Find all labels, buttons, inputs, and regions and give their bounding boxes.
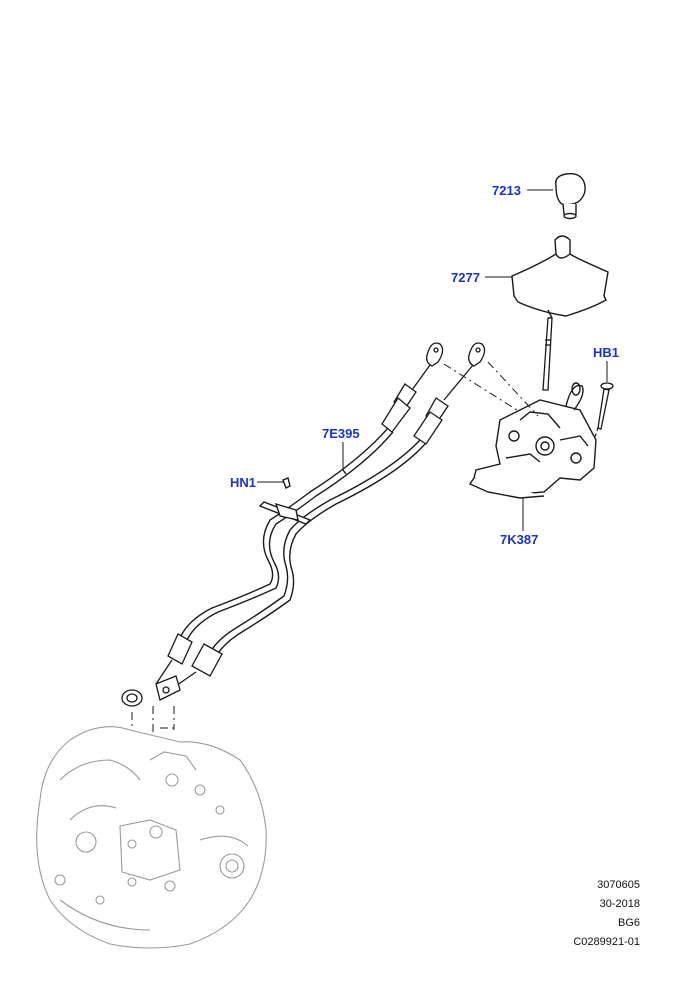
diagram-code: BG6 (617, 917, 640, 929)
diagram-id: 3070605 (597, 879, 640, 891)
callout-7213[interactable]: 7213 (492, 183, 521, 198)
gear-boot[interactable] (511, 235, 609, 319)
callout-7277[interactable]: 7277 (451, 270, 480, 285)
callout-7e395[interactable]: 7E395 (322, 426, 360, 441)
shift-cables[interactable] (179, 427, 426, 661)
shifter-assembly[interactable] (468, 382, 597, 499)
callout-hb1[interactable]: HB1 (593, 345, 620, 360)
callout-7k387[interactable]: 7K387 (500, 532, 539, 547)
cable-bracket[interactable] (258, 477, 312, 525)
callout-hn1[interactable]: HN1 (230, 475, 257, 490)
cable-ends-top (426, 342, 486, 367)
diagram-date: 30-2018 (599, 898, 640, 910)
transmission (36, 726, 267, 949)
bolt[interactable] (593, 382, 614, 441)
cable-sleeves-bottom (155, 633, 223, 691)
leader-lines (257, 189, 608, 531)
gear-lever (542, 317, 553, 391)
cable-sleeves-top (381, 364, 474, 445)
cable-ends-bottom (121, 675, 181, 707)
diagram-ref: C0289921-01 (573, 936, 640, 948)
gear-knob[interactable] (555, 172, 586, 220)
